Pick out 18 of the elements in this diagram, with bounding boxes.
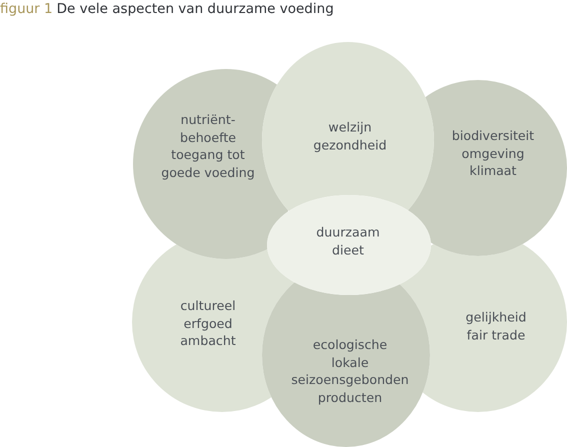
aspect-text: ecologische lokale seizoensgebonden producten bbox=[291, 337, 409, 404]
center-text: duurzaam dieet bbox=[316, 224, 380, 257]
center-ellipse bbox=[267, 195, 431, 295]
aspect-text: biodiversiteit bbox=[452, 128, 534, 143]
aspect-text: toegang tot goede voeding bbox=[161, 147, 255, 180]
aspect-text: ambacht bbox=[180, 332, 236, 348]
petal bbox=[262, 42, 434, 211]
aspect-text: gelijkheid bbox=[466, 310, 526, 324]
aspect-text: omgeving bbox=[462, 145, 524, 160]
aspect-text: fair trade bbox=[466, 327, 526, 342]
petal bbox=[262, 282, 430, 447]
figure-number: figuur 1 bbox=[0, 1, 53, 17]
petal bbox=[133, 69, 288, 259]
aspect-text: welzijn bbox=[328, 120, 372, 134]
aspect-text: klimaat bbox=[470, 162, 516, 178]
figure-title: De vele aspecten van duurzame voeding bbox=[56, 1, 334, 17]
petal bbox=[408, 80, 567, 256]
aspect-text: gezondheid bbox=[313, 137, 387, 152]
